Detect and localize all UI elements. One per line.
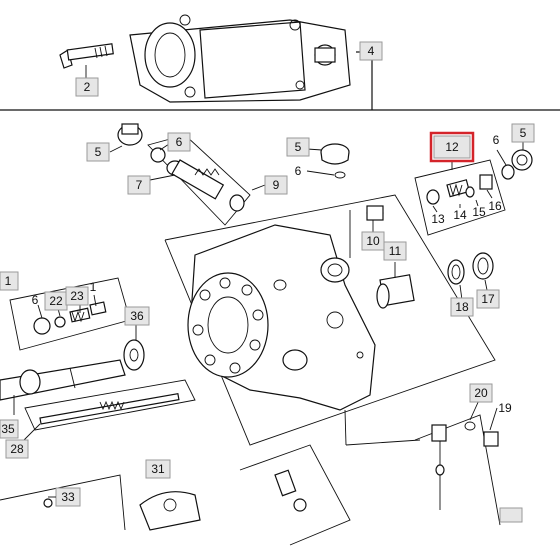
washer-36 <box>123 339 145 371</box>
callout-c18[interactable]: 18 <box>450 297 474 317</box>
svg-text:9: 9 <box>273 178 280 192</box>
callout-c6c[interactable]: 6 <box>493 133 500 147</box>
callout-c15[interactable]: 15 <box>472 205 486 219</box>
svg-text:10: 10 <box>366 234 380 248</box>
gear-pump-assembly <box>129 14 351 103</box>
callout-c7[interactable]: 7 <box>127 175 151 195</box>
callout-c33[interactable]: 33 <box>55 487 81 507</box>
svg-text:6: 6 <box>493 133 500 147</box>
callout-c17[interactable]: 17 <box>476 289 500 309</box>
svg-text:22: 22 <box>49 294 63 308</box>
svg-text:6: 6 <box>176 135 183 149</box>
callout-c23[interactable]: 23 <box>65 286 89 306</box>
callout-c9[interactable]: 9 <box>264 175 288 195</box>
callout-c1b[interactable]: 1 <box>90 280 97 294</box>
svg-text:11: 11 <box>389 244 402 258</box>
callout-c11[interactable]: 11 <box>383 241 407 261</box>
svg-text:17: 17 <box>481 292 495 306</box>
pump-housing <box>187 224 376 411</box>
svg-text:4: 4 <box>368 44 375 58</box>
svg-text:35: 35 <box>1 422 15 436</box>
sleeve-10 <box>349 205 384 258</box>
callout-c31[interactable]: 31 <box>145 459 171 479</box>
svg-text:36: 36 <box>130 309 144 323</box>
svg-text:5: 5 <box>520 126 527 140</box>
callout-c6b[interactable]: 6 <box>295 164 302 178</box>
washer-5-6-right <box>501 149 533 180</box>
svg-text:23: 23 <box>70 289 84 303</box>
svg-text:5: 5 <box>295 140 302 154</box>
callout-c12[interactable]: 12 <box>429 131 475 163</box>
svg-text:6: 6 <box>32 293 39 307</box>
callout-c20[interactable]: 20 <box>469 383 493 403</box>
relief-valve-kit-12 <box>414 159 506 236</box>
svg-text:14: 14 <box>453 208 467 222</box>
plug-5-left <box>117 123 143 146</box>
callout-c10[interactable]: 10 <box>361 231 385 251</box>
callout-c6a[interactable]: 6 <box>167 132 191 152</box>
leader-lines <box>13 65 524 446</box>
callout-c5b[interactable]: 5 <box>286 137 310 157</box>
callout-c2[interactable]: 2 <box>75 77 99 97</box>
bottom-parts <box>0 414 523 546</box>
callout-c5a[interactable]: 5 <box>86 142 110 162</box>
svg-text:19: 19 <box>498 401 512 415</box>
svg-text:28: 28 <box>10 442 24 456</box>
svg-text:6: 6 <box>295 164 302 178</box>
callout-c13[interactable]: 13 <box>431 212 445 226</box>
shaft-35 <box>0 359 126 401</box>
callout-c16[interactable]: 16 <box>488 199 502 213</box>
svg-text:31: 31 <box>151 462 165 476</box>
bushing-11 <box>376 274 415 309</box>
svg-text:15: 15 <box>472 205 486 219</box>
callout-c1a[interactable]: 1 <box>0 271 19 291</box>
svg-text:1: 1 <box>90 280 97 294</box>
callout-c35[interactable]: 35 <box>0 419 19 439</box>
callout-c19[interactable]: 19 <box>498 401 512 415</box>
svg-text:13: 13 <box>431 212 445 226</box>
callout-c14[interactable]: 14 <box>453 208 467 222</box>
svg-text:1: 1 <box>5 274 12 288</box>
rod-28 <box>24 379 196 431</box>
plug-5-center <box>320 143 350 179</box>
callout-c22[interactable]: 22 <box>44 291 68 311</box>
svg-text:20: 20 <box>474 386 488 400</box>
callout-c6d[interactable]: 6 <box>32 293 39 307</box>
valve-kit-1-left <box>9 277 131 351</box>
seal-18-17 <box>447 252 494 285</box>
callout-labels: 2 4 5 6 7 9 5 6 12 6 5 13 14 15 16 10 11… <box>0 41 535 507</box>
svg-text:12: 12 <box>445 140 459 154</box>
svg-text:33: 33 <box>61 490 75 504</box>
svg-text:16: 16 <box>488 199 502 213</box>
svg-text:2: 2 <box>84 80 91 94</box>
callout-c5c[interactable]: 5 <box>511 123 535 143</box>
callout-c36[interactable]: 36 <box>124 306 150 326</box>
bolt-2 <box>59 43 114 69</box>
svg-text:7: 7 <box>136 178 143 192</box>
callout-c4[interactable]: 4 <box>359 41 383 61</box>
svg-text:5: 5 <box>95 145 102 159</box>
svg-text:18: 18 <box>455 300 469 314</box>
callout-c28[interactable]: 28 <box>5 439 29 459</box>
valve-assembly-7 <box>147 134 251 226</box>
